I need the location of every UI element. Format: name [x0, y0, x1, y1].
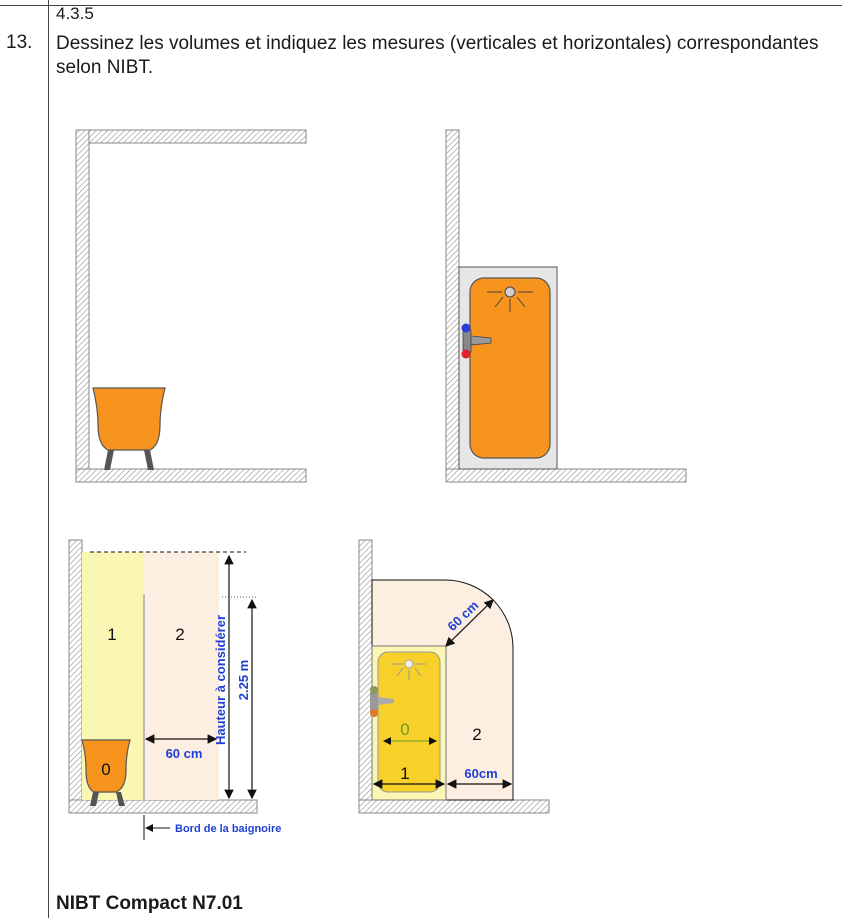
column-rule — [48, 0, 49, 918]
zone-0-label-corner: 0 — [400, 720, 409, 739]
zone-2-area — [144, 552, 219, 800]
wall-left — [75, 129, 90, 483]
bathtub-basin-icon — [469, 277, 551, 459]
zone-1-label-corner: 1 — [400, 764, 409, 783]
zone-2-label: 2 — [175, 625, 184, 644]
footer-reference: NIBT Compact N7.01 — [56, 893, 243, 914]
top-rule — [0, 5, 842, 6]
question-number: 13. — [6, 32, 33, 53]
floor — [75, 468, 307, 483]
floor-corner — [358, 799, 550, 814]
figure-side-view-zones: 1 2 0 60 cm Hauteur à considérer 2.25 m … — [68, 539, 281, 840]
zone-0-label: 0 — [101, 760, 110, 779]
dim-arrow-60cm-diag — [445, 599, 494, 647]
dim-225m-label: 2.25 m — [236, 660, 251, 700]
bathtub-zone0-icon — [81, 739, 131, 806]
dim-60cm-label: 60 cm — [166, 746, 203, 761]
zone-0-basin-icon — [377, 651, 441, 793]
dim-hauteur-label: Hauteur à considérer — [213, 615, 228, 745]
bathtub-icon — [92, 387, 166, 470]
wall-left-corner — [358, 539, 373, 813]
floor-zones — [68, 799, 258, 814]
figure-top-view-empty — [445, 129, 687, 483]
wall-left-zones — [68, 539, 83, 813]
wall-left-top — [445, 129, 460, 483]
faucet-icon-corner — [370, 686, 394, 717]
sun-drain-icon-corner — [392, 659, 426, 680]
floor-top — [445, 468, 687, 483]
figure-side-view-empty — [75, 129, 307, 483]
bord-baignoire-label: Bord de la baignoire — [175, 823, 281, 835]
faucet-icon — [461, 323, 492, 359]
section-number: 4.3.5 — [56, 4, 94, 23]
zone-2-label-corner: 2 — [472, 725, 481, 744]
figure-top-view-zones: 0 1 2 60cm 60 cm — [358, 539, 550, 814]
wall-top — [75, 129, 307, 144]
question-text: Dessinez les volumes et indiquez les mes… — [56, 33, 819, 78]
zone-1-label: 1 — [107, 625, 116, 644]
dim-60cm-right-label: 60cm — [464, 766, 497, 781]
sun-drain-icon — [487, 286, 533, 312]
